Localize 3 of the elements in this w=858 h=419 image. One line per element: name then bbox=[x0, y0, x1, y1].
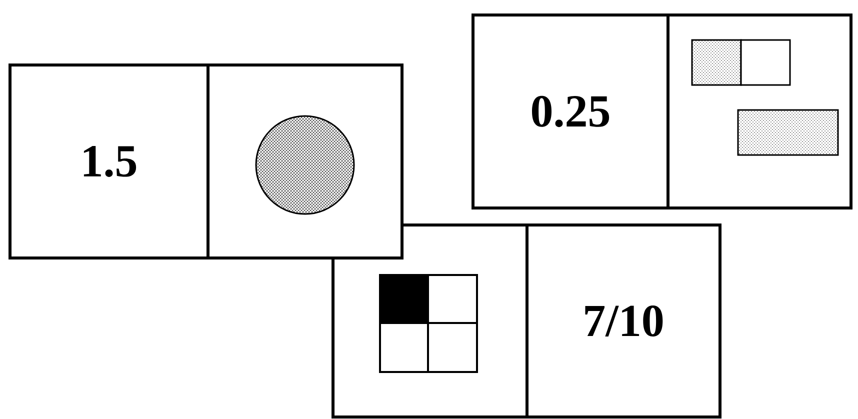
number-cell: 7/10 bbox=[526, 224, 722, 418]
number-cell: 1.5 bbox=[8, 64, 210, 260]
number-cell: 0.25 bbox=[472, 14, 670, 210]
